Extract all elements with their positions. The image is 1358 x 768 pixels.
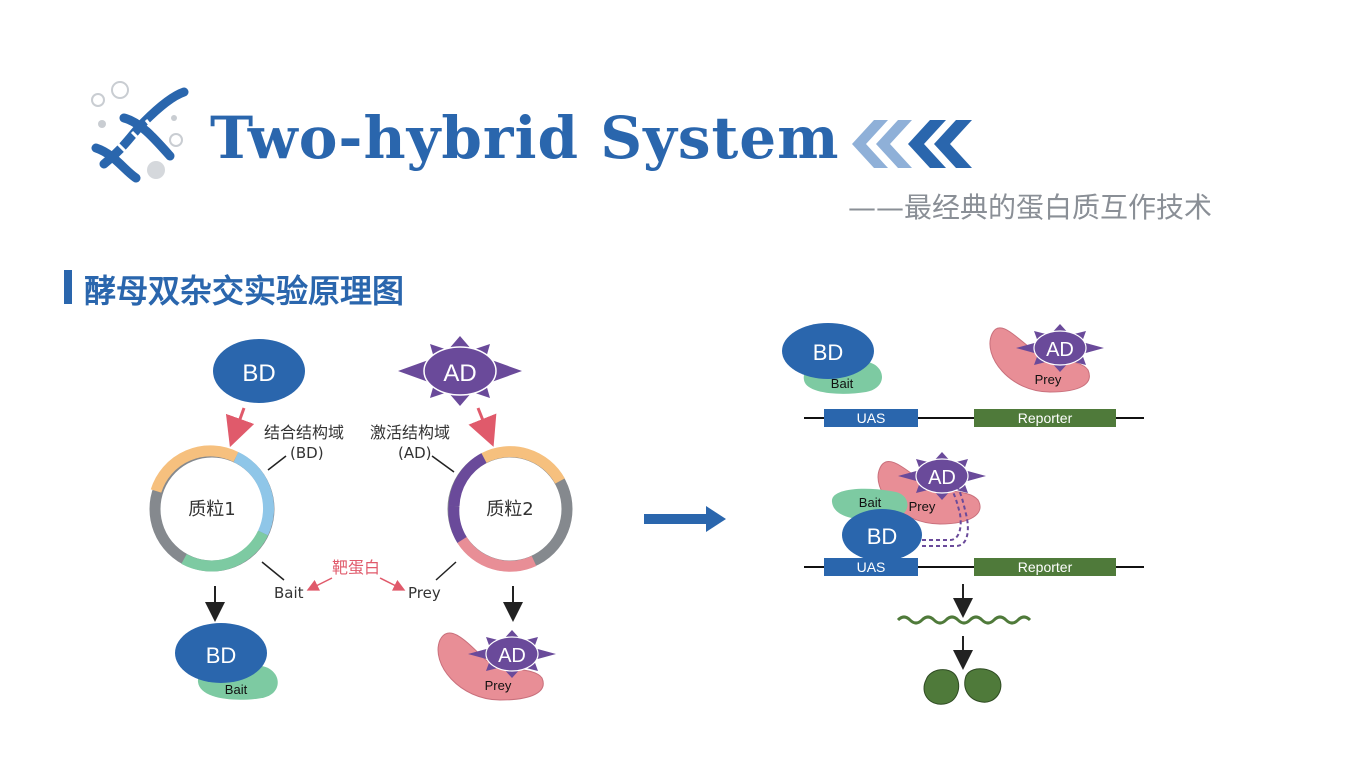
bd-bait-fusion: BD Bait: [175, 623, 278, 700]
prey-label-plasmid: Prey: [408, 584, 441, 602]
prey-label-complex: Prey: [909, 499, 936, 514]
ad-label-right-top: AD: [1046, 339, 1074, 361]
double-chevron-left-icon: [852, 120, 972, 168]
ad-label-bottom: AD: [498, 645, 526, 667]
ad-protein-top: AD: [398, 336, 522, 406]
ad-to-plasmid2-arrow: [468, 407, 497, 447]
plasmid-1-label: 质粒1: [188, 499, 235, 520]
uas-label-1: UAS: [857, 410, 886, 426]
process-arrow: [644, 506, 726, 532]
prey-pointer: [435, 561, 457, 581]
bd-domain-pointer: [267, 455, 287, 471]
ad-domain-abbr: (AD): [398, 444, 432, 462]
plasmid-2: 质粒2: [447, 446, 573, 572]
bd-label-top: BD: [242, 360, 275, 387]
page-title: Two-hybrid System: [210, 104, 840, 172]
uas-label-2: UAS: [857, 559, 886, 575]
dna-track-1: UAS Reporter: [804, 409, 1144, 427]
dna-track-2: UAS Reporter: [804, 558, 1144, 576]
ad-domain-label: 激活结构域: [370, 423, 450, 442]
bait-label-bottom: Bait: [225, 682, 248, 697]
target-to-bait-arrow: [306, 577, 333, 591]
reporter-label-1: Reporter: [1018, 410, 1073, 426]
reporter-label-2: Reporter: [1018, 559, 1073, 575]
section-marker: [64, 270, 72, 304]
prey-label-right-top: Prey: [1035, 372, 1062, 387]
bait-label-right-top: Bait: [831, 376, 854, 391]
bd-label-bottom: BD: [206, 643, 237, 668]
bait-label-plasmid: Bait: [274, 584, 304, 602]
ad-prey-right-top: AD Prey: [989, 324, 1104, 393]
bd-domain-abbr: (BD): [290, 444, 324, 462]
bd-domain-label: 结合结构域: [264, 423, 344, 442]
bd-to-plasmid1-arrow: [225, 407, 255, 448]
ad-label-complex: AD: [928, 467, 956, 489]
dna-logo-icon: [91, 81, 189, 183]
bait-pointer: [261, 561, 285, 581]
target-to-prey-arrow: [379, 577, 406, 591]
plasmid-1: 质粒1: [149, 445, 275, 572]
interaction-complex: AD Prey Bait BD: [831, 452, 986, 561]
target-protein-label: 靶蛋白: [332, 558, 380, 577]
bd-bait-right-top: BD Bait: [782, 323, 882, 394]
bd-label-right-top: BD: [813, 340, 844, 365]
plasmid-2-label: 质粒2: [486, 499, 533, 520]
ad-domain-pointer: [431, 455, 455, 473]
section-title: 酵母双杂交实验原理图: [84, 272, 405, 310]
bait-label-complex: Bait: [859, 495, 882, 510]
ad-label-top: AD: [443, 360, 476, 387]
reporter-protein: [923, 668, 1002, 705]
page-subtitle: ——最经典的蛋白质互作技术: [848, 191, 1213, 224]
ad-prey-fusion: AD Prey: [437, 630, 556, 701]
mrna-wave: [896, 615, 1032, 625]
bd-label-complex: BD: [867, 524, 898, 549]
bd-protein-top: BD: [213, 339, 305, 403]
prey-label-bottom: Prey: [485, 678, 512, 693]
